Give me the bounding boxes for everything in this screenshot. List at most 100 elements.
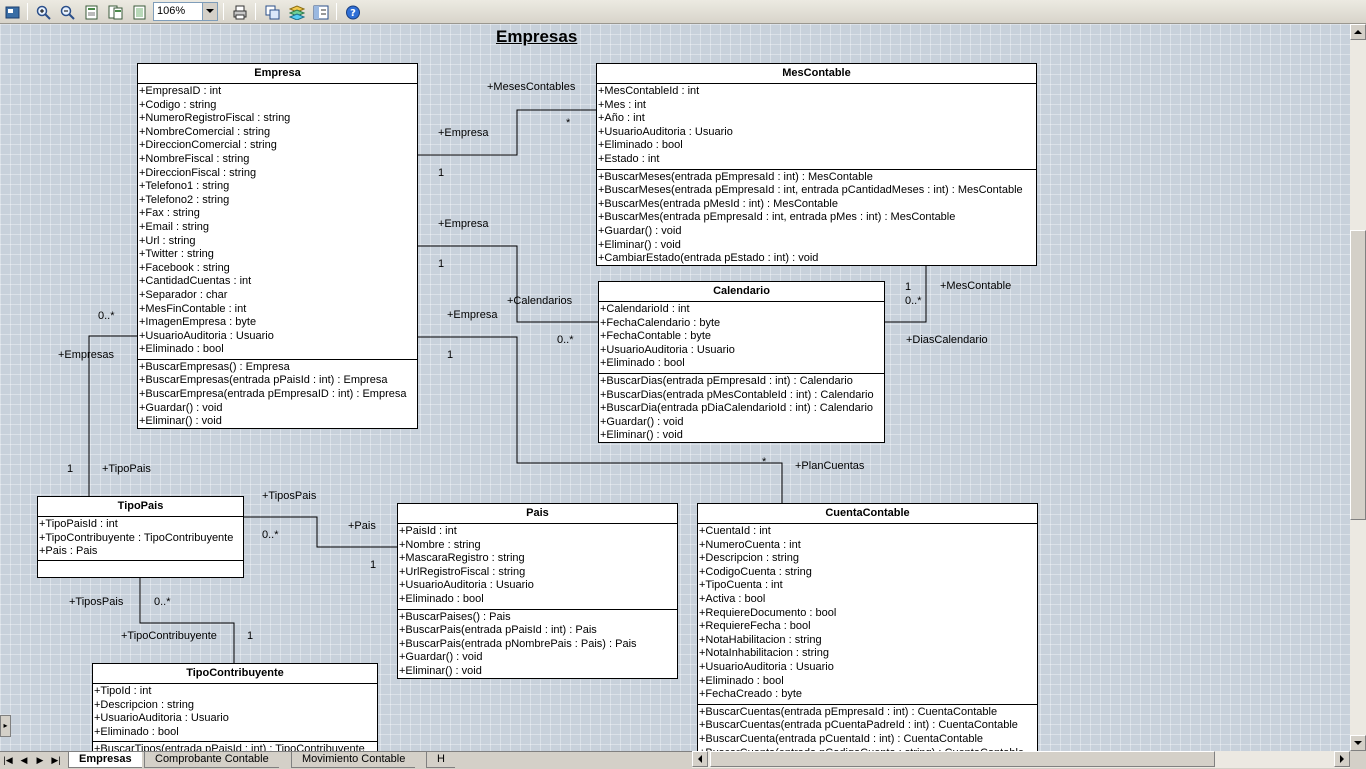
association-mescontable-calendario <box>885 266 927 323</box>
class-member: +Guardar() : void <box>598 224 682 237</box>
class-member: +Eliminado : bool <box>600 357 685 370</box>
class-attributes: +TipoPaisId : int+TipoContribuyente : Ti… <box>38 517 243 561</box>
class-attributes: +CalendarioId : int+FechaCalendario : by… <box>599 302 884 374</box>
role-label: +Pais <box>348 520 376 532</box>
class-member: +UsuarioAuditoria : Usuario <box>600 343 735 356</box>
class-member: +BuscarEmpresa(entrada pEmpresaID : int)… <box>139 388 407 401</box>
layers-icon[interactable] <box>286 2 306 21</box>
class-member: +CalendarioId : int <box>600 303 690 315</box>
multiplicity-label: 1 <box>447 349 454 361</box>
class-member: +TipoId : int <box>94 685 152 697</box>
chevron-down-icon[interactable] <box>202 3 217 20</box>
tab-movimiento-contable[interactable]: Movimiento Contable <box>291 752 416 768</box>
two-pages-icon[interactable] <box>105 2 125 21</box>
vertical-scroll-thumb[interactable] <box>1350 230 1366 520</box>
class-member: +MascaraRegistro : string <box>399 552 525 565</box>
horizontal-scroll-thumb[interactable] <box>710 751 1215 767</box>
prev-tab-icon[interactable]: ◀ <box>20 755 28 765</box>
multiplicity-label: * <box>566 117 571 129</box>
class-member: +UrlRegistroFiscal : string <box>399 565 526 578</box>
class-member: +CambiarEstado(entrada pEstado : int) : … <box>598 252 819 265</box>
page-title: Empresas <box>496 27 578 46</box>
role-label: +MesesContables <box>487 81 576 93</box>
multiplicity-label: 1 <box>370 559 377 571</box>
scroll-right-icon[interactable] <box>1334 751 1350 767</box>
diagram-canvas[interactable]: Empresas Empresa +EmpresaID : int+Codigo… <box>0 24 1350 751</box>
class-member: +Año : int <box>598 112 645 125</box>
class-member: +CantidadCuentas : int <box>139 275 252 288</box>
class-cuentacontable[interactable]: CuentaContable +CuentaId : int+NumeroCue… <box>697 503 1038 751</box>
class-member: +RequiereDocumento : bool <box>699 606 837 619</box>
next-tab-icon[interactable]: ▶ <box>36 755 44 765</box>
class-member: +BuscarDias(entrada pEmpresaId : int) : … <box>600 374 853 387</box>
role-label: +DiasCalendario <box>906 334 988 346</box>
class-member: +Email : string <box>139 220 209 233</box>
class-mescontable[interactable]: MesContable +MesContableId : int+Mes : i… <box>596 63 1037 266</box>
class-member: +NombreFiscal : string <box>139 152 250 165</box>
multiplicity-label: 1 <box>438 167 445 179</box>
scroll-down-icon[interactable] <box>1350 735 1366 751</box>
class-operations: +BuscarDias(entrada pEmpresaId : int) : … <box>599 374 884 442</box>
vertical-scrollbar[interactable] <box>1350 24 1366 751</box>
horizontal-scrollbar[interactable] <box>692 751 1350 768</box>
class-member: +RequiereFecha : bool <box>699 620 811 633</box>
class-member: +Eliminado : bool <box>699 674 784 687</box>
class-member: +NombreComercial : string <box>139 125 271 138</box>
zoom-in-icon[interactable] <box>33 2 53 21</box>
app-icon[interactable] <box>2 2 22 21</box>
multiplicity-label: 1 <box>67 463 74 475</box>
zoom-value: 106% <box>157 5 186 17</box>
class-member: +TipoContribuyente : TipoContribuyente <box>39 531 234 544</box>
class-member: +UsuarioAuditoria : Usuario <box>399 579 534 592</box>
class-tipopais[interactable]: TipoPais +TipoPaisId : int+TipoContribuy… <box>37 496 244 578</box>
class-member: +BuscarPais(entrada pNombrePais : Pais) … <box>399 637 637 650</box>
class-pais[interactable]: Pais +PaisId : int+Nombre : string+Masca… <box>397 503 678 679</box>
class-operations: +BuscarPaises() : Pais +BuscarPais(entrad… <box>398 610 677 678</box>
class-member: +NotaHabilitacion : string <box>699 633 822 646</box>
last-tab-icon[interactable]: ▶| <box>51 755 61 765</box>
tab-comprobante-contable[interactable]: Comprobante Contable <box>144 752 279 768</box>
zoom-out-icon[interactable] <box>57 2 77 21</box>
class-member: +UsuarioAuditoria : Usuario <box>94 712 229 725</box>
zoom-select[interactable]: 106% <box>153 2 218 21</box>
class-member: +BuscarPaises() : Pais <box>399 610 511 623</box>
class-member: +TipoCuenta : int <box>699 579 783 592</box>
multiplicity-label: 1 <box>247 630 254 642</box>
properties-icon[interactable] <box>310 2 330 21</box>
class-operations: +BuscarTipos(entrada pPaisId : int) : Ti… <box>93 742 377 751</box>
page-icon[interactable] <box>81 2 101 21</box>
class-member: +NumeroCuenta : int <box>699 538 801 551</box>
class-member: +BuscarMes(entrada pEmpresaId : int, ent… <box>598 211 956 224</box>
scroll-up-icon[interactable] <box>1350 24 1366 40</box>
role-label: +Empresas <box>58 349 114 361</box>
class-member: +BuscarMeses(entrada pEmpresaId : int) :… <box>598 170 873 183</box>
class-empresa[interactable]: Empresa +EmpresaID : int+Codigo : string… <box>137 63 418 429</box>
class-name: MesContable <box>597 64 1036 84</box>
association-empresa-cuentacontable <box>418 336 783 503</box>
full-page-icon[interactable] <box>129 2 149 21</box>
class-calendario[interactable]: Calendario +CalendarioId : int+FechaCale… <box>598 281 885 443</box>
class-member: +Eliminado : bool <box>139 343 224 356</box>
multiplicity-label: 0..* <box>905 295 922 307</box>
print-icon[interactable] <box>229 2 249 21</box>
class-member: +DireccionFiscal : string <box>139 166 257 179</box>
class-member: +Fax : string <box>139 207 200 220</box>
class-member: +Facebook : string <box>139 261 230 274</box>
class-attributes: +EmpresaID : int+Codigo : string+NumeroR… <box>138 84 417 360</box>
class-operations: +BuscarCuentas(entrada pEmpresaId : int)… <box>698 705 1037 751</box>
class-name: Calendario <box>599 282 884 302</box>
class-name: TipoPais <box>38 497 243 517</box>
tab-empresas[interactable]: Empresas <box>68 752 142 768</box>
help-icon[interactable]: ? <box>342 2 362 21</box>
class-member: +TipoPaisId : int <box>39 518 118 530</box>
collapse-panel-button[interactable]: ▸ <box>0 715 11 737</box>
class-tipocontribuyente[interactable]: TipoContribuyente +TipoId : int+Descripc… <box>92 663 378 751</box>
class-member: +Guardar() : void <box>139 401 223 414</box>
scroll-left-icon[interactable] <box>692 751 708 767</box>
class-operations: +BuscarEmpresas() : Empresa+BuscarEmpres… <box>138 360 417 428</box>
class-member: +Pais : Pais <box>39 545 98 558</box>
first-tab-icon[interactable]: |◀ <box>3 755 13 765</box>
copy-icon[interactable] <box>262 2 282 21</box>
tab-h[interactable]: H <box>426 752 455 768</box>
multiplicity-label: 0..* <box>154 596 171 608</box>
